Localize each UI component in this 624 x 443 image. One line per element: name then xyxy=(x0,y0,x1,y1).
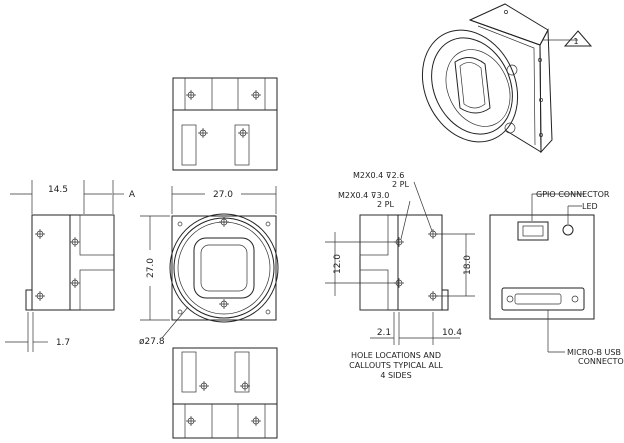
revision-triangle xyxy=(563,30,593,47)
dim-A: A xyxy=(129,190,136,200)
led-indicator xyxy=(562,224,574,236)
thread-callout-2-line1: M2X0.4 ⊽3.0 xyxy=(338,191,389,200)
isometric-view: 1 xyxy=(421,3,593,154)
gpio-connector-label: GPIO CONNECTOR xyxy=(536,190,610,199)
hole-note-line3: 4 SIDES xyxy=(380,371,411,380)
gpio-connector xyxy=(517,221,549,241)
hole-note-line2: CALLOUTS TYPICAL ALL xyxy=(349,361,443,370)
rear-view: GPIO CONNECTOR LED MICRO-B USB CONNECTOR xyxy=(489,190,624,366)
dim-14-5: 14.5 xyxy=(48,185,68,195)
dim-27-0-width: 27.0 xyxy=(213,190,233,200)
revision-mark: 1 xyxy=(573,37,578,46)
right-side-view: M2X0.4 ⊽2.6 2 PL M2X0.4 ⊽3.0 2 PL 12.0 1… xyxy=(325,171,475,380)
top-view xyxy=(172,77,278,171)
thread-callout-1-line2: 2 PL xyxy=(392,180,409,189)
dim-27-0-height: 27.0 xyxy=(146,258,156,278)
front-view: 27.0 27.0 ø27.8 xyxy=(139,186,279,347)
dim-18-0: 18.0 xyxy=(463,255,473,275)
thread-callout-1-line1: M2X0.4 ⊽2.6 xyxy=(353,171,404,180)
dim-12-0: 12.0 xyxy=(333,254,343,274)
dim-10-4: 10.4 xyxy=(442,328,462,338)
usb-connector xyxy=(501,287,585,311)
bottom-view xyxy=(172,347,278,439)
led-label: LED xyxy=(582,202,598,211)
dim-diameter-27-8: ø27.8 xyxy=(139,337,165,347)
usb-connector-label-line2: CONNECTOR xyxy=(578,357,624,366)
hole-note-line1: HOLE LOCATIONS AND xyxy=(351,351,441,360)
thread-callout-2-line2: 2 PL xyxy=(377,200,394,209)
usb-connector-label-line1: MICRO-B USB xyxy=(567,348,621,357)
dim-2-1: 2.1 xyxy=(377,328,391,338)
dim-1-7: 1.7 xyxy=(56,338,70,348)
left-side-view: 14.5 A 1.7 xyxy=(5,180,136,352)
